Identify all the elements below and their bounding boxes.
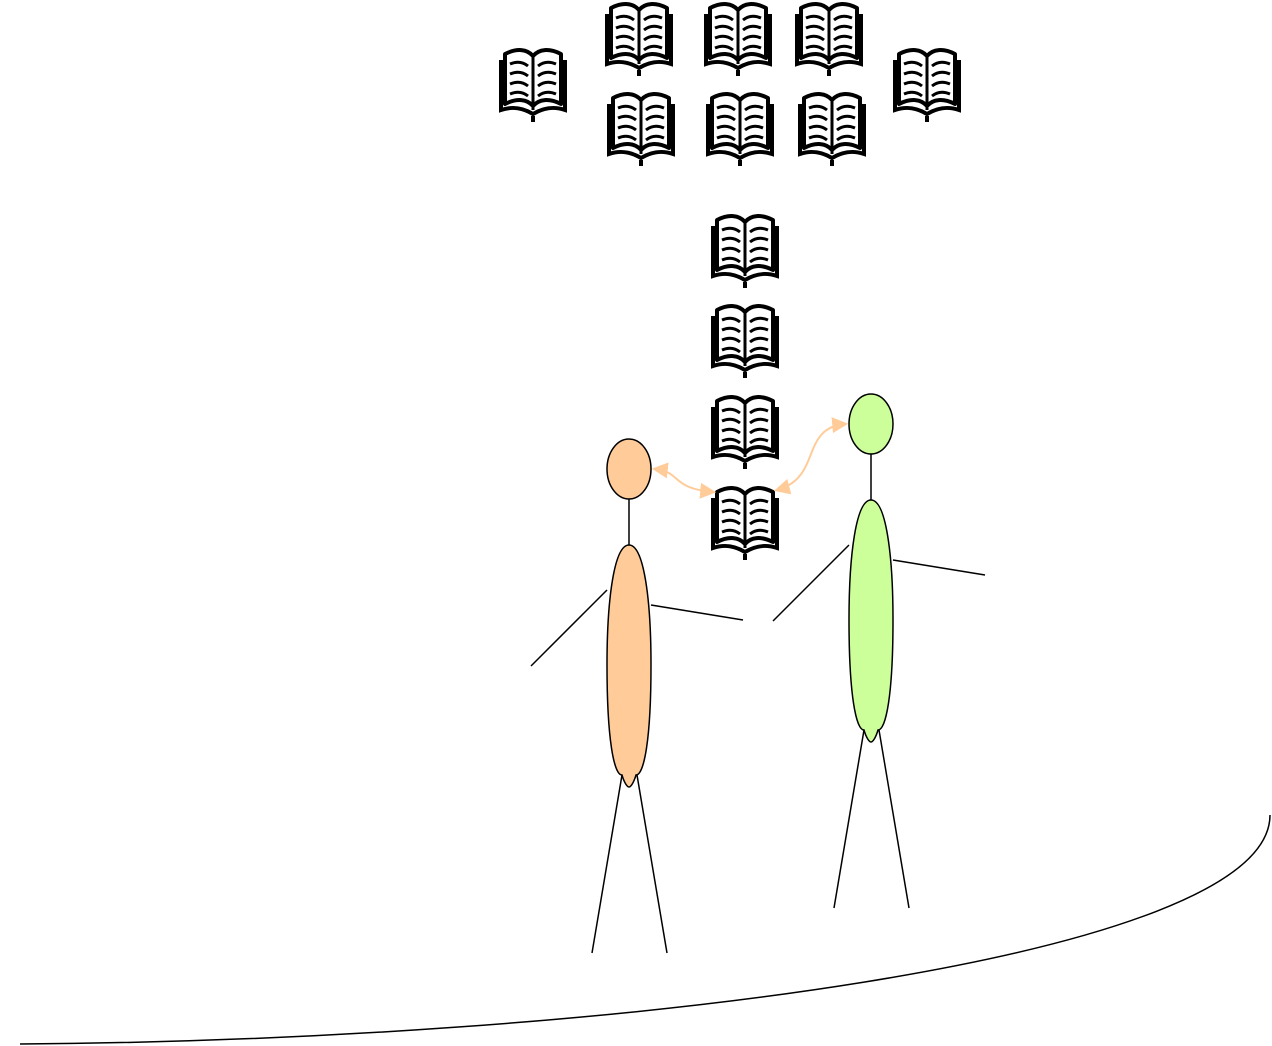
book-icon xyxy=(713,397,777,469)
ground-curve xyxy=(20,815,1270,1044)
book-icon xyxy=(713,306,777,378)
person-left-arm xyxy=(531,590,607,666)
person-right-leg xyxy=(879,730,909,908)
person-right-arm xyxy=(893,560,985,575)
book-icon xyxy=(607,4,671,76)
book-icon xyxy=(501,50,565,122)
book-icon xyxy=(895,50,959,122)
book-icon xyxy=(797,4,861,76)
book-icon xyxy=(609,94,673,166)
person-right-head xyxy=(849,394,893,454)
book-icon xyxy=(713,488,777,560)
person-left-body xyxy=(607,545,651,787)
person-left-leg xyxy=(592,775,622,953)
person-right-leg xyxy=(834,730,864,908)
book-icon xyxy=(800,94,864,166)
person-right xyxy=(773,394,985,908)
person-left-leg xyxy=(637,775,667,953)
book-icon xyxy=(706,4,770,76)
person-right-body xyxy=(849,500,893,742)
book-icon xyxy=(708,94,772,166)
person-left-head xyxy=(607,439,651,499)
connector-left xyxy=(655,469,713,492)
person-left-arm xyxy=(651,605,743,620)
book-icon xyxy=(713,216,777,288)
person-right-arm xyxy=(773,545,849,621)
connector-right xyxy=(777,424,845,490)
